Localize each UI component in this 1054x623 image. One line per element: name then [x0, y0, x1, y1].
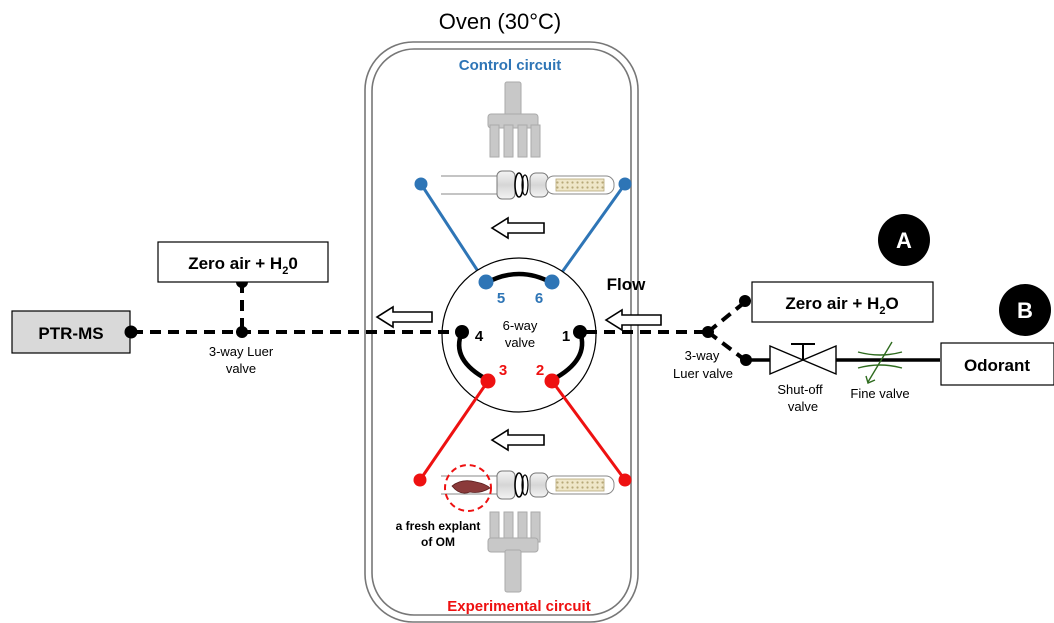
odorant-label: Odorant: [964, 356, 1030, 375]
left-luer-label-line1: 3-way Luer: [209, 344, 274, 359]
port-3-label: 3: [499, 362, 507, 379]
control-flow-arrow-icon: [490, 216, 545, 240]
marker-a-badge: [878, 214, 930, 266]
right-luer-junction: [702, 326, 714, 338]
control-endpoint-right: [618, 177, 632, 191]
experimental-circuit-label: Experimental circuit: [447, 598, 590, 615]
valve-label-line2: valve: [505, 335, 535, 350]
odorant-box[interactable]: [940, 342, 1054, 386]
right-luer-label-line2: Luer valve: [673, 366, 733, 381]
left-luer-label-line2: valve: [226, 361, 256, 376]
port-5-dot: [478, 274, 494, 290]
left-zero-air-box[interactable]: [157, 241, 329, 283]
left-dashed-line: [132, 282, 456, 334]
port-1-dot: [573, 325, 587, 339]
right-zero-air-box[interactable]: [751, 281, 934, 323]
fine-valve-icon[interactable]: [857, 341, 903, 384]
port-4-dot: [455, 325, 469, 339]
valve-label-line1: 6-way: [503, 318, 538, 333]
marker-b-badge: [999, 284, 1051, 336]
right-luer-label-line1: 3-way: [685, 348, 720, 363]
control-lines: [419, 183, 627, 283]
explant-label-line1: a fresh explant: [396, 519, 481, 533]
fine-valve-label: Fine valve: [850, 386, 909, 401]
control-circuit-label: Control circuit: [459, 57, 562, 74]
oven-title: Oven (30°C): [439, 9, 562, 34]
right-dashed-lines: [586, 300, 747, 362]
shutoff-valve-label-line2: valve: [788, 399, 818, 414]
control-clamp-icon: [487, 81, 541, 158]
port-1-label: 1: [562, 328, 570, 345]
right-flow-arrow-icon: [604, 308, 662, 332]
experimental-endpoint-left: [413, 473, 427, 487]
explant-label-line2: of OM: [421, 535, 455, 549]
port-6-label: 6: [535, 290, 543, 307]
experimental-lines: [418, 380, 627, 481]
port-4-label: 4: [475, 328, 484, 345]
marker-b-label: B: [1017, 298, 1033, 323]
explant-tissue-icon: [451, 480, 491, 494]
shutoff-valve-label-line1: Shut-off: [777, 382, 823, 397]
right-zero-air-label: Zero air + H2O: [785, 294, 898, 317]
ptr-ms-label: PTR-MS: [38, 324, 103, 343]
port-5-label: 5: [497, 290, 505, 307]
port-2-label: 2: [536, 362, 544, 379]
ptr-ms-port: [124, 325, 138, 339]
experimental-flow-arrow-icon: [490, 428, 545, 452]
port-6-dot: [544, 274, 560, 290]
right-zero-air-port: [739, 295, 751, 307]
marker-a-label: A: [896, 228, 912, 253]
flow-label: Flow: [607, 275, 646, 294]
experimental-endpoint-right: [618, 473, 632, 487]
explant-highlight-circle: [444, 464, 492, 512]
left-zero-air-label: Zero air + H20: [188, 254, 298, 277]
control-endpoint-left: [414, 177, 428, 191]
left-flow-arrow-icon: [375, 305, 433, 329]
control-tube-assembly: [441, 170, 615, 200]
left-luer-junction: [236, 326, 248, 338]
shutoff-valve-icon[interactable]: [769, 343, 837, 376]
ptr-ms-box[interactable]: [11, 310, 131, 354]
experimental-clamp-icon: [487, 511, 541, 593]
